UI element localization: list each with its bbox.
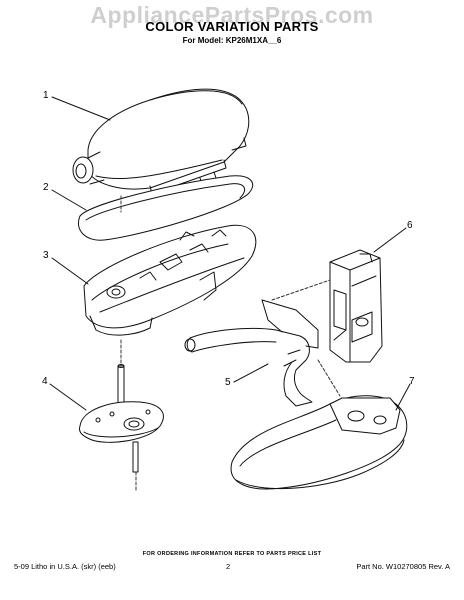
callout-1: 1 xyxy=(43,90,49,101)
callout-7: 7 xyxy=(409,376,415,387)
litho-info: 5-09 Litho in U.S.A. (skr) (eeb) xyxy=(14,562,116,571)
callout-5: 5 xyxy=(225,377,231,388)
part-number: Part No. W10270805 Rev. A xyxy=(356,562,450,571)
part-3-housing-base xyxy=(83,224,257,336)
assembly-guide-lines xyxy=(120,195,341,491)
page-title: COLOR VARIATION PARTS xyxy=(145,19,319,34)
callout-3: 3 xyxy=(43,250,49,261)
callout-leaders xyxy=(49,96,411,411)
part-6-column xyxy=(329,249,383,363)
ordering-note: FOR ORDERING INFORMATION REFER TO PARTS … xyxy=(142,551,322,557)
part-1-motor-housing xyxy=(72,88,250,197)
part-2-trim-band xyxy=(78,175,253,241)
page-number: 2 xyxy=(226,562,231,571)
callout-6: 6 xyxy=(407,220,413,231)
callout-4: 4 xyxy=(42,376,48,387)
callout-2: 2 xyxy=(43,182,49,193)
model-subtitle: For Model: KP26M1XA__6 xyxy=(182,36,282,45)
watermark: AppliancePartsPros.com xyxy=(90,2,374,28)
part-5-bowl-support xyxy=(184,299,319,407)
part-4-planetary-assembly xyxy=(79,364,164,473)
part-7-base xyxy=(230,395,408,490)
